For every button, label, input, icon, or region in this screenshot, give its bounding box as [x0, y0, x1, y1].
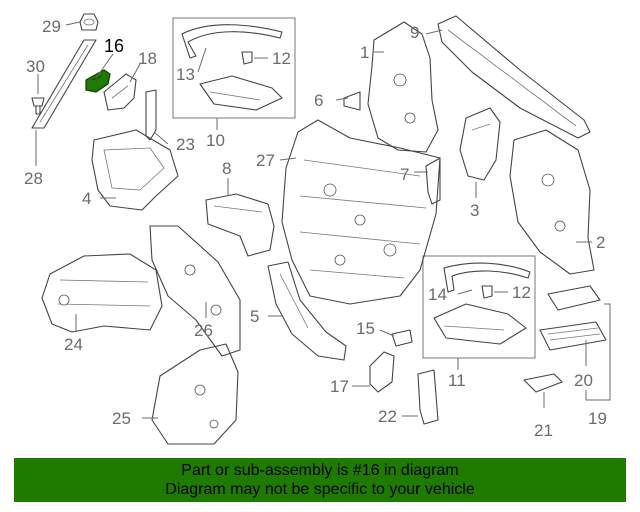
callout-14[interactable]: 14 — [428, 285, 447, 304]
leader-lines — [35, 21, 611, 419]
callout-28[interactable]: 28 — [24, 169, 43, 188]
callout-19[interactable]: 19 — [588, 409, 607, 428]
part-10-insulator — [199, 75, 283, 111]
callout-16[interactable]: 16 — [104, 36, 124, 56]
part-22-bracket — [417, 369, 439, 425]
callout-27[interactable]: 27 — [256, 151, 275, 170]
banner-line-1: Part or sub-assembly is #16 in diagram — [181, 462, 459, 479]
callout-24[interactable]: 24 — [64, 335, 83, 354]
part-27-firewall — [281, 119, 441, 305]
part-17-bracket — [369, 351, 395, 393]
callout-11[interactable]: 11 — [448, 371, 466, 390]
callout-29[interactable]: 29 — [42, 17, 61, 36]
callout-21[interactable]: 21 — [534, 421, 553, 440]
callout-6[interactable]: 6 — [314, 91, 323, 110]
part-1-panel — [367, 21, 439, 153]
callout-12[interactable]: 12 — [272, 49, 291, 68]
callout-9[interactable]: 9 — [410, 23, 419, 42]
banner-line-2: Diagram may not be specific to your vehi… — [165, 481, 475, 498]
callout-23[interactable]: 23 — [176, 135, 195, 154]
callout-15[interactable]: 15 — [356, 319, 375, 338]
part-20-filter — [539, 321, 607, 351]
part-5-rail — [267, 261, 347, 361]
part-25-apron — [151, 343, 239, 445]
part-28-strut — [31, 39, 97, 129]
part-11-insulator — [433, 303, 527, 345]
part-18-bracket — [103, 73, 137, 111]
part-8-shield — [205, 193, 275, 257]
callout-1[interactable]: 1 — [360, 43, 369, 62]
callout-8[interactable]: 8 — [222, 159, 231, 178]
inset-box-11 — [422, 255, 536, 359]
callout-2[interactable]: 2 — [596, 233, 605, 252]
part-3-pillar — [459, 107, 501, 181]
part-19-housing — [547, 285, 601, 311]
callout-18[interactable]: 18 — [138, 49, 157, 68]
inset-box-10 — [172, 17, 296, 119]
part-2-panel — [509, 129, 595, 275]
callout-3[interactable]: 3 — [470, 201, 479, 220]
callout-30[interactable]: 30 — [26, 57, 45, 76]
part-30-bolt — [31, 97, 45, 115]
part-4-tray — [91, 129, 179, 211]
part-9-cowl — [437, 15, 591, 139]
callout-10[interactable]: 10 — [206, 131, 225, 150]
callout-4[interactable]: 4 — [82, 189, 91, 208]
callout-22[interactable]: 22 — [378, 407, 397, 426]
part-21-clip — [523, 373, 563, 393]
part-6-bracket — [343, 91, 361, 111]
part-26-apron — [149, 225, 241, 357]
callout-13[interactable]: 13 — [176, 65, 195, 84]
part-24-wheelhouse — [41, 253, 163, 333]
callout-7[interactable]: 7 — [400, 165, 409, 184]
part-12-clip-b — [481, 285, 493, 299]
callout-20[interactable]: 20 — [574, 371, 593, 390]
callout-26[interactable]: 26 — [194, 321, 213, 340]
part-7-bracket — [425, 157, 441, 205]
highlight-banner: Part or sub-assembly is #16 in diagram D… — [14, 458, 626, 502]
callout-5[interactable]: 5 — [250, 307, 259, 326]
part-16-highlighted — [85, 69, 111, 93]
part-12-clip-a — [241, 51, 253, 65]
parts-diagram: 29 30 28 16 18 23 4 13 12 10 8 27 6 1 9 … — [24, 13, 611, 445]
part-29-clip — [79, 13, 99, 31]
part-15-clip — [391, 329, 413, 347]
part-23-bracket — [145, 89, 157, 141]
part-14-seal — [443, 262, 531, 293]
callout-12[interactable]: 12 — [512, 283, 531, 302]
callout-25[interactable]: 25 — [112, 409, 131, 428]
callout-17[interactable]: 17 — [330, 377, 349, 396]
part-13-seal — [181, 24, 283, 59]
